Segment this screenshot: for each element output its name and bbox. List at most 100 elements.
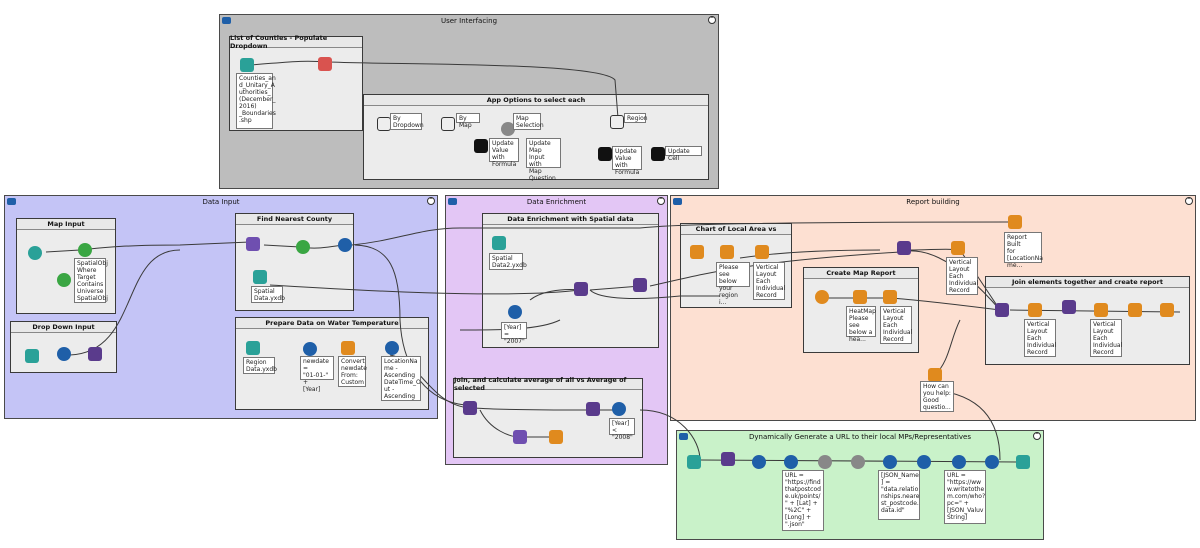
panel-title: Data Enrichment with Spatial data	[483, 214, 658, 225]
annotation: Map Selection	[513, 113, 544, 130]
spatial-match-icon[interactable]	[78, 243, 92, 257]
layout-icon[interactable]	[1028, 303, 1042, 317]
summarize-icon[interactable]	[549, 430, 563, 444]
panel-title: Join, and calculate average of all vs Av…	[454, 376, 642, 392]
action-icon[interactable]	[651, 147, 665, 161]
filter-icon[interactable]	[508, 305, 522, 319]
join-icon[interactable]	[88, 347, 102, 361]
annotation: Vertical Layout Each Individual Record	[946, 257, 978, 295]
annotation: [Year] = "2007"	[501, 322, 527, 345]
join-icon[interactable]	[463, 401, 477, 415]
spatial-process-icon[interactable]	[513, 430, 527, 444]
browse-icon[interactable]	[1016, 455, 1030, 469]
panel-title: Create Map Report	[804, 268, 918, 279]
summarize-icon[interactable]	[318, 57, 332, 71]
filter-icon[interactable]	[57, 273, 71, 287]
spatial-process-icon[interactable]	[246, 237, 260, 251]
input-data-icon[interactable]	[246, 341, 260, 355]
panel-title: Chart of Local Area vs	[681, 224, 791, 235]
dropdown-icon[interactable]	[610, 115, 624, 129]
annotation: Vertical Layout Each Individual Record	[753, 262, 785, 300]
join-icon[interactable]	[721, 452, 735, 466]
report-text-icon[interactable]	[928, 368, 942, 382]
annotation: Update Map Input with Map Question	[526, 138, 561, 182]
find-nearest-icon[interactable]	[296, 240, 310, 254]
chart-icon[interactable]	[690, 245, 704, 259]
join-icon[interactable]	[897, 241, 911, 255]
layout-icon[interactable]	[883, 290, 897, 304]
report-text-icon[interactable]	[853, 290, 867, 304]
container-dynamic-url[interactable]: Dynamically Generate a URL to their loca…	[676, 430, 1044, 540]
annotation: By Map	[456, 113, 480, 129]
globe-icon[interactable]	[28, 246, 42, 260]
map-input-icon[interactable]	[501, 122, 515, 136]
formula-icon[interactable]	[303, 342, 317, 356]
annotation: Spatial Data2.yxdb	[489, 253, 527, 270]
annotation: Region	[624, 113, 648, 123]
select-icon[interactable]	[57, 347, 71, 361]
panel-title: Drop Down Input	[11, 322, 116, 333]
input-data-icon[interactable]	[492, 236, 506, 250]
report-output-icon[interactable]	[1160, 303, 1174, 317]
panel-title: Find Nearest County	[236, 214, 353, 225]
layout-icon[interactable]	[755, 245, 769, 259]
join-icon[interactable]	[995, 303, 1009, 317]
annotation: SpatialObj Where Target Contains Univers…	[74, 258, 108, 303]
formula-icon[interactable]	[952, 455, 966, 469]
container-toggle-icon[interactable]	[673, 198, 682, 205]
annotation: URL = "https://find thatpostcod e.uk/poi…	[782, 470, 824, 531]
annotation: Update Value with Formula	[489, 138, 519, 168]
datetime-icon[interactable]	[341, 341, 355, 355]
annotation: [Year] < "2008"	[609, 418, 635, 441]
collapse-icon[interactable]: ⌃	[657, 197, 665, 205]
collapse-icon[interactable]: ⌃	[1185, 197, 1193, 205]
panel-title: App Options to select each	[364, 95, 708, 106]
container-title: Data Input	[202, 197, 240, 206]
panel-title: Join elements together and create report	[986, 277, 1189, 288]
layout-icon[interactable]	[951, 241, 965, 255]
select-icon[interactable]	[985, 455, 999, 469]
report-text-icon[interactable]	[1008, 215, 1022, 229]
collapse-icon[interactable]: ⌃	[1033, 432, 1041, 440]
text-box-icon[interactable]	[441, 117, 455, 131]
annotation: Counties_an d_Unitary_A uthorities_ (Dec…	[236, 73, 276, 129]
join-icon[interactable]	[633, 278, 647, 292]
panel-title: Map Input	[17, 219, 115, 230]
panel-title: List of Counties - Populate Dropdown	[230, 34, 362, 50]
input-data-icon[interactable]	[687, 455, 701, 469]
input-data-icon[interactable]	[25, 349, 39, 363]
container-toggle-icon[interactable]	[7, 198, 16, 205]
collapse-icon[interactable]: ⌃	[427, 197, 435, 205]
text-box-icon[interactable]	[377, 117, 391, 131]
json-parse-icon[interactable]	[851, 455, 865, 469]
select-icon[interactable]	[917, 455, 931, 469]
report-text-icon[interactable]	[720, 245, 734, 259]
annotation: Vertical Layout Each Individual Record	[1024, 319, 1056, 357]
input-data-icon[interactable]	[240, 58, 254, 72]
join-icon[interactable]	[1062, 300, 1076, 314]
annotation: Convert newdate From: Custom	[338, 356, 367, 387]
layout-icon[interactable]	[1094, 303, 1108, 317]
container-toggle-icon[interactable]	[679, 433, 688, 440]
sort-icon[interactable]	[385, 341, 399, 355]
filter-icon[interactable]	[612, 402, 626, 416]
container-toggle-icon[interactable]	[448, 198, 457, 205]
formula-icon[interactable]	[784, 455, 798, 469]
input-data-icon[interactable]	[253, 270, 267, 284]
render-icon[interactable]	[1128, 303, 1142, 317]
annotation: Region Data.yxdb	[243, 357, 277, 374]
filter-icon[interactable]	[883, 455, 897, 469]
select-icon[interactable]	[338, 238, 352, 252]
container-title: Report building	[906, 197, 960, 206]
report-map-icon[interactable]	[815, 290, 829, 304]
download-icon[interactable]	[818, 455, 832, 469]
collapse-icon[interactable]: ⌃	[708, 16, 716, 24]
panel-join-elements[interactable]: Join elements together and create report	[985, 276, 1190, 365]
join-icon[interactable]	[586, 402, 600, 416]
action-icon[interactable]	[598, 147, 612, 161]
join-icon[interactable]	[574, 282, 588, 296]
action-icon[interactable]	[474, 139, 488, 153]
container-title: Data Enrichment	[526, 197, 587, 206]
container-toggle-icon[interactable]	[222, 17, 231, 24]
select-icon[interactable]	[752, 455, 766, 469]
